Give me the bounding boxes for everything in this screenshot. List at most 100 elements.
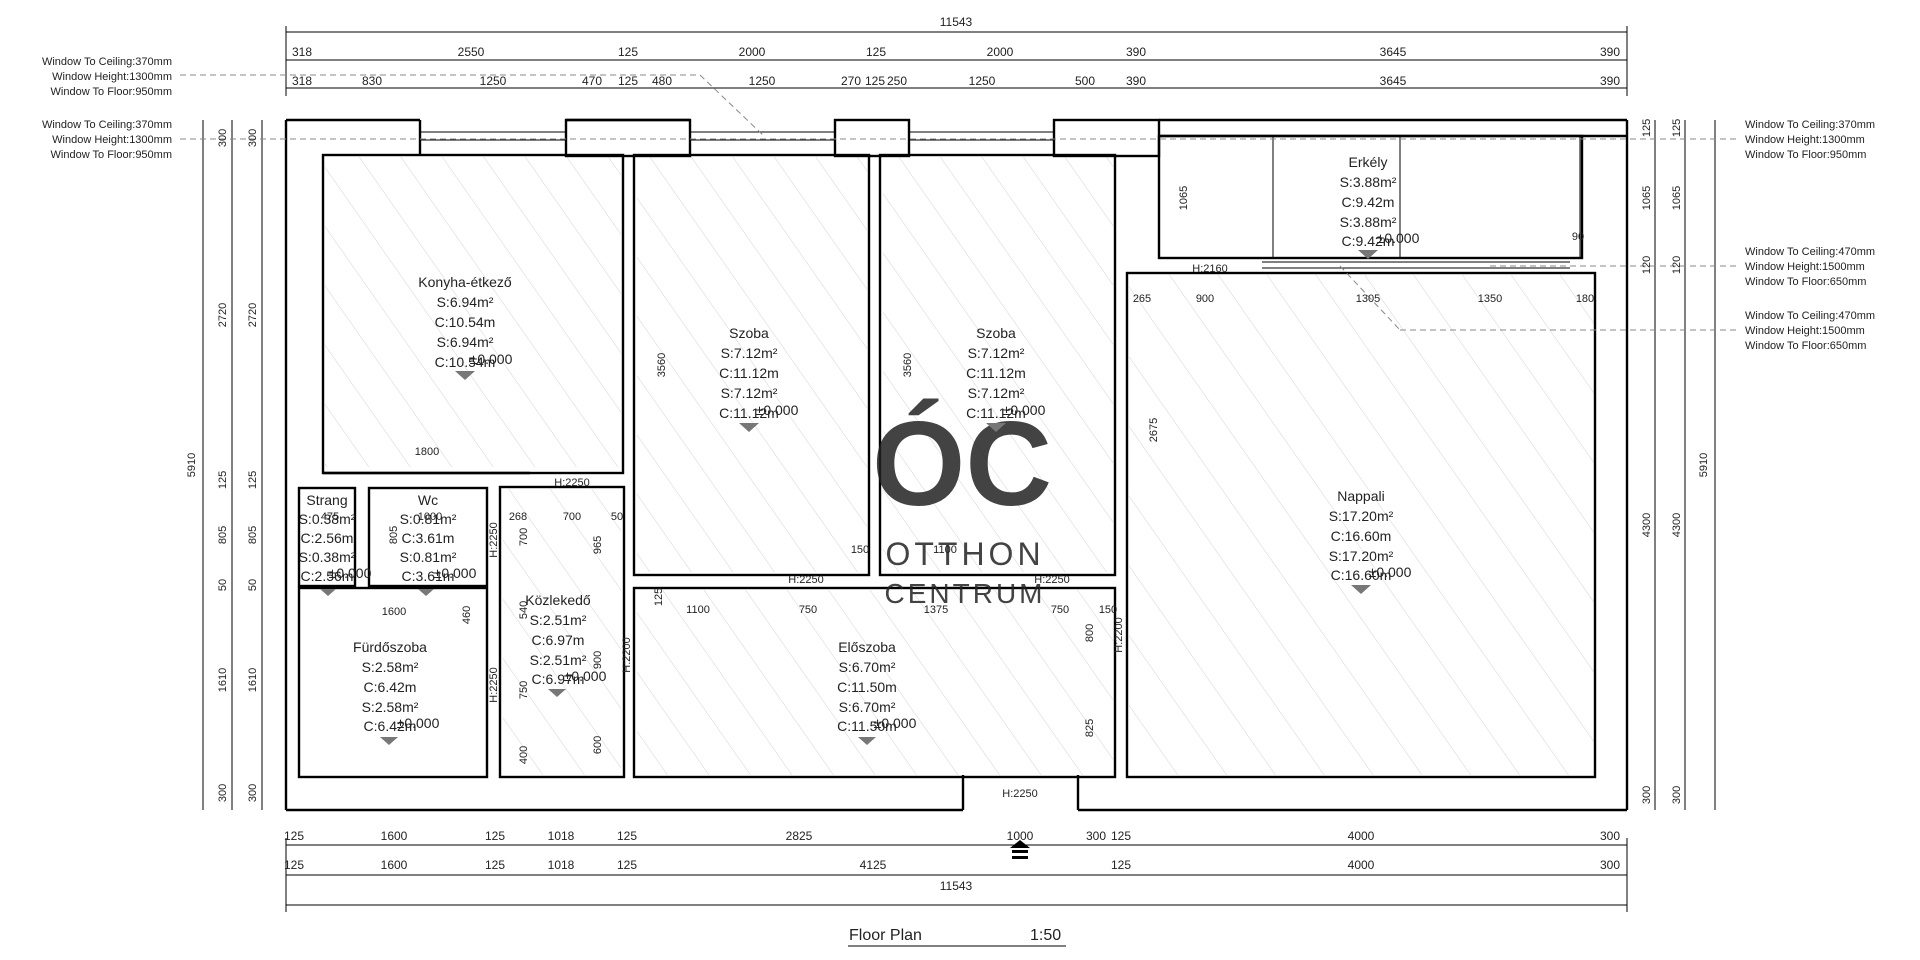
room-konyha-label: Konyha-étkező S:6.94m² C:10.54m S:6.94m²… <box>418 274 513 380</box>
dim-bottom1: 125 <box>617 829 637 843</box>
dim-150a: 150 <box>851 544 869 556</box>
floor-konyha <box>325 157 621 467</box>
room-area2: S:3.88m² <box>1340 214 1397 230</box>
dim-top2: 470 <box>582 74 602 88</box>
level-marker-icon <box>858 737 876 745</box>
dim-3560-a: 3560 <box>656 353 668 377</box>
room-area: S:0.81m² <box>400 511 457 527</box>
dim-1000: 1000 <box>418 511 442 523</box>
window-note-line: Window To Ceiling:370mm <box>42 119 172 131</box>
room-szoba2-label: Szoba S:7.12m² C:11.12m S:7.12m² C:11.12… <box>966 325 1046 432</box>
dim-h2250e: H:2250 <box>1002 788 1037 800</box>
dim-bottom2: 125 <box>284 858 304 872</box>
dim-top1: 2000 <box>987 45 1014 59</box>
room-level: ±0.000 <box>1003 402 1046 418</box>
dim-top1: 125 <box>618 45 638 59</box>
dim-top1: 318 <box>292 45 312 59</box>
dim-h2250b: H:2250 <box>788 574 823 586</box>
dim-left-b: 125 <box>247 471 259 489</box>
dim-1305: 1305 <box>1356 293 1380 305</box>
room-perimeter: C:10.54m <box>435 314 496 330</box>
dim-left-b: 50 <box>247 579 259 591</box>
level-marker-icon <box>986 423 1006 432</box>
dim-bottom2: 1600 <box>381 858 408 872</box>
dim-bottom1: 1000 <box>1007 829 1034 843</box>
room-perimeter2: C:11.12m <box>966 405 1026 421</box>
room-area2: S:7.12m² <box>721 385 778 401</box>
title-block: Floor Plan 1:50 <box>848 927 1066 947</box>
window-note-leaders <box>180 74 1740 331</box>
level-marker-icon <box>1358 250 1378 259</box>
window-note-line: Window To Ceiling:370mm <box>1745 119 1875 131</box>
dim-bottom1: 125 <box>284 829 304 843</box>
room-area: S:3.88m² <box>1340 174 1397 190</box>
dim-265: 265 <box>1133 293 1151 305</box>
dim-125: 125 <box>653 588 665 606</box>
dim-900: 900 <box>1196 293 1214 305</box>
room-perimeter: C:3.61m <box>402 530 455 546</box>
room-level: ±0.000 <box>874 715 917 731</box>
dim-800: 800 <box>1084 624 1096 642</box>
dim-825: 825 <box>1084 719 1096 737</box>
dim-top2: 318 <box>292 74 312 88</box>
dim-bottom2: 300 <box>1600 858 1620 872</box>
window-note-line: Window Height:1300mm <box>52 71 172 83</box>
dim-90: 90 <box>1572 231 1584 243</box>
dim-2675: 2675 <box>1148 418 1160 442</box>
level-marker-icon <box>548 689 566 697</box>
dim-540: 540 <box>518 601 530 619</box>
room-level: ±0.000 <box>564 668 607 684</box>
room-perimeter: C:2.56m <box>301 530 354 546</box>
room-eloszoba-label: Előszoba S:6.70m² C:11.50m S:6.70m² C:11… <box>837 639 917 745</box>
room-perimeter2: C:6.97m <box>532 671 585 687</box>
dim-3560-b: 3560 <box>902 353 914 377</box>
dim-1375: 1375 <box>924 604 948 616</box>
dim-top1: 3645 <box>1380 45 1407 59</box>
dim-right-b: 125 <box>1671 119 1683 137</box>
dim-top2: 250 <box>887 74 907 88</box>
room-perimeter2: C:2.56m <box>301 568 354 584</box>
floor-nappali <box>1129 275 1594 775</box>
dim-left: 300 <box>217 129 229 147</box>
dim-left-total: 5910 <box>186 453 198 477</box>
dim-left: 1610 <box>217 668 229 692</box>
dim-right-b: 120 <box>1671 256 1683 274</box>
watermark-line2: CENTRUM <box>885 578 1046 609</box>
room-name: Előszoba <box>838 639 896 655</box>
dim-750a: 750 <box>799 604 817 616</box>
dim-bottom1: 1600 <box>381 829 408 843</box>
window-note-line: Window To Ceiling:470mm <box>1745 310 1875 322</box>
dim-top2: 1250 <box>480 74 507 88</box>
room-area2: S:2.51m² <box>530 652 587 668</box>
dim-bottom1: 2825 <box>786 829 813 843</box>
dim-805v: 805 <box>388 526 400 544</box>
dim-top2: 125 <box>618 74 638 88</box>
dim-700: 700 <box>563 511 581 523</box>
room-level: ±0.000 <box>329 565 372 581</box>
room-name: Wc <box>418 492 438 508</box>
room-name: Nappali <box>1337 488 1384 504</box>
dim-460: 460 <box>461 606 473 624</box>
room-area: S:0.38m² <box>299 511 356 527</box>
room-area: S:2.51m² <box>530 612 587 628</box>
dim-top1: 390 <box>1126 45 1146 59</box>
dim-bottom1: 300 <box>1600 829 1620 843</box>
dim-top2: 1250 <box>969 74 996 88</box>
level-marker-icon <box>418 589 434 596</box>
window-note-line: Window To Ceiling:370mm <box>42 56 172 68</box>
dim-left: 125 <box>217 471 229 489</box>
dimension-texts: 11543 11543 318 2550 125 2000 125 2000 3… <box>186 15 1710 893</box>
room-area2: S:17.20m² <box>1329 548 1394 564</box>
dim-left-b: 1610 <box>247 668 259 692</box>
room-nappali-label: Nappali S:17.20m² C:16.60m S:17.20m² C:1… <box>1329 488 1412 594</box>
dim-600: 600 <box>592 736 604 754</box>
dim-150b: 150 <box>1099 604 1117 616</box>
dim-bottom1: 4000 <box>1348 829 1375 843</box>
window-note-top-left-1: Window To Ceiling:370mm Window Height:13… <box>42 56 172 98</box>
room-name: Strang <box>306 492 347 508</box>
room-level: ±0.000 <box>397 715 440 731</box>
dim-900: 900 <box>592 651 604 669</box>
dim-top2: 1250 <box>749 74 776 88</box>
windows <box>420 131 1581 269</box>
dim-268: 268 <box>509 511 527 523</box>
